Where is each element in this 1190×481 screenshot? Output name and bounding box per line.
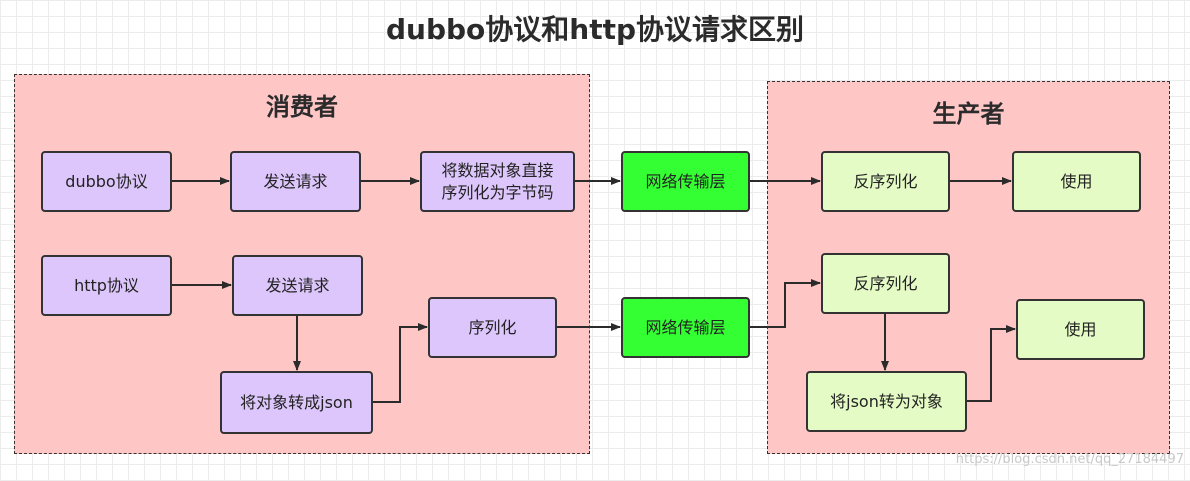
arrow-json-to-serialize [373,323,428,403]
producer-label: 生产者 [932,100,1005,128]
arrow-network-bottom-to-deserialize [750,279,821,328]
diagram-title: dubbo协议和http协议请求区别 [385,13,805,46]
dubbo-protocol-box[interactable]: dubbo协议 [41,151,172,212]
watermark: https://blog.csdn.net/qq_27184497 [955,452,1184,467]
network-layer-top-box[interactable]: 网络传输层 [621,151,750,212]
consumer-label: 消费者 [266,93,338,121]
http-send-request-box[interactable]: 发送请求 [232,255,363,316]
http-protocol-box[interactable]: http协议 [41,255,172,316]
dubbo-send-request-box[interactable]: 发送请求 [230,151,361,212]
to-json-box[interactable]: 将对象转成json [220,371,373,434]
use-top-box[interactable]: 使用 [1012,151,1141,212]
arrow-json-object-to-use [967,325,1016,402]
use-bottom-box[interactable]: 使用 [1016,299,1145,360]
deserialize-bottom-box[interactable]: 反序列化 [821,253,950,314]
serialize-box[interactable]: 序列化 [428,297,557,358]
network-layer-bottom-box[interactable]: 网络传输层 [621,297,750,358]
dubbo-serialize-box[interactable]: 将数据对象直接序列化为字节码 [420,151,575,212]
deserialize-top-box[interactable]: 反序列化 [821,151,950,212]
json-to-object-box[interactable]: 将json转为对象 [806,371,967,432]
